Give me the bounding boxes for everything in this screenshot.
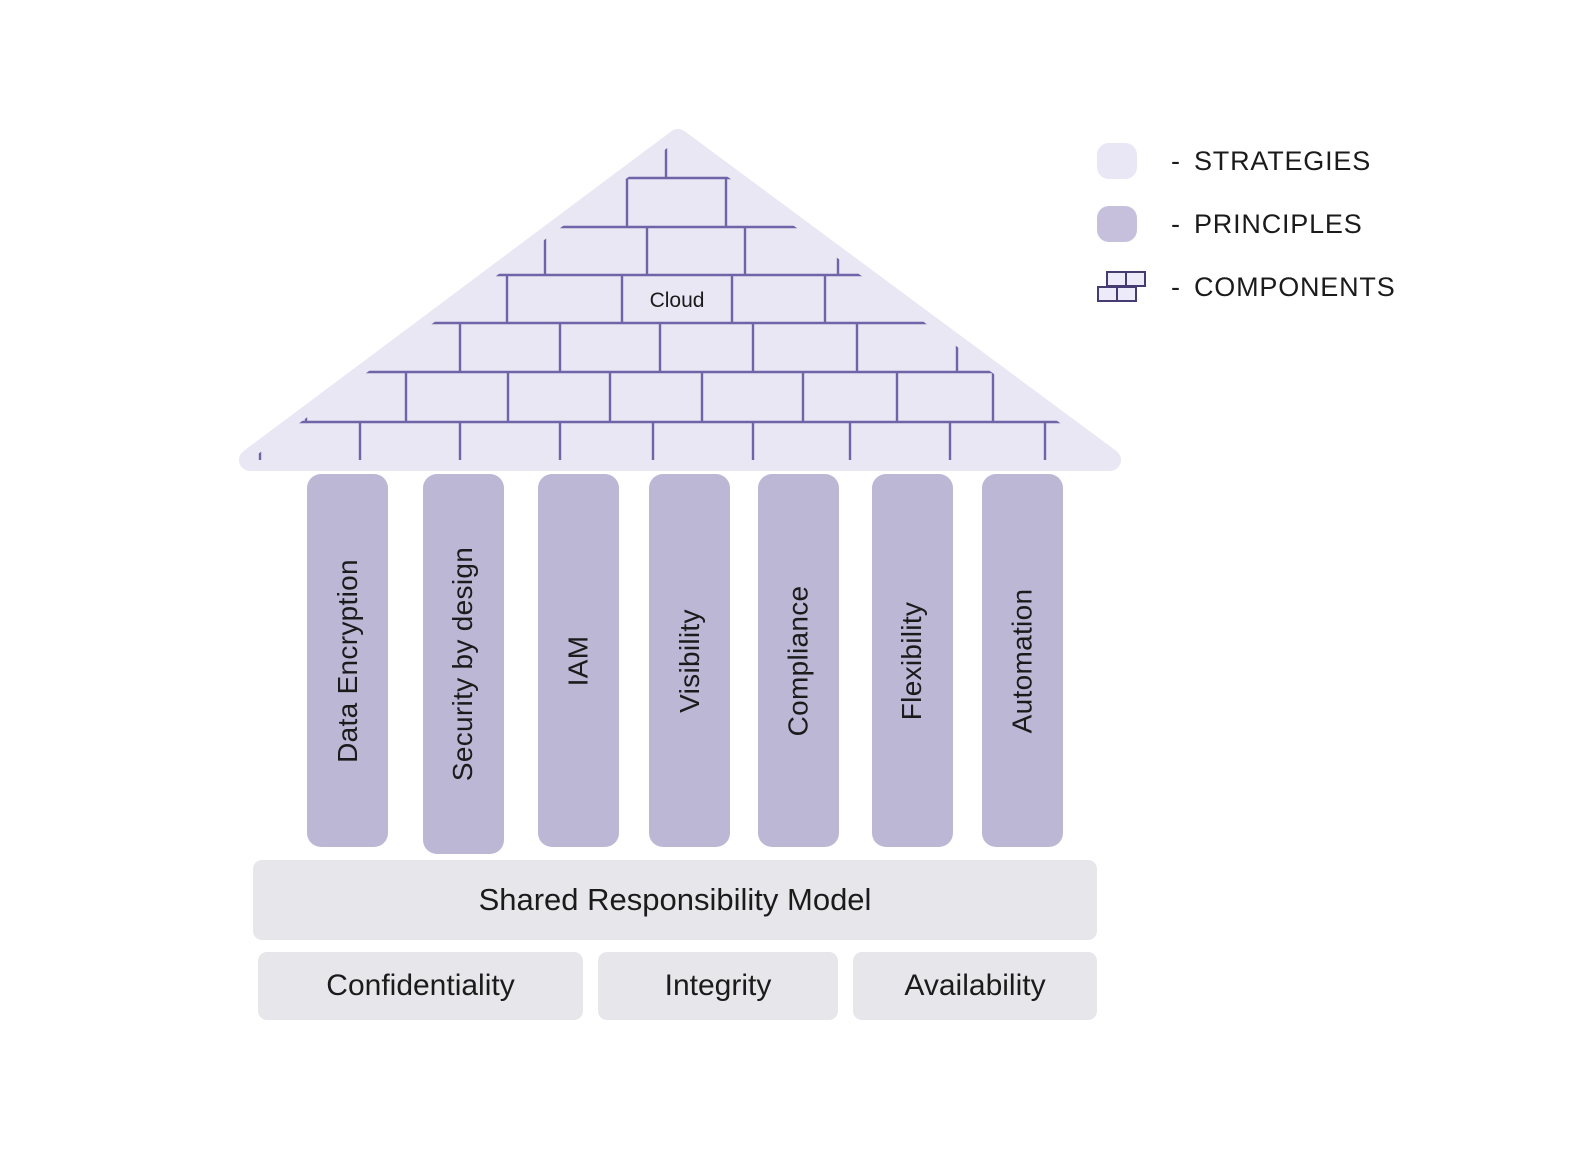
legend-label-components: COMPONENTS	[1194, 271, 1396, 302]
strategies-swatch-box	[1097, 143, 1147, 179]
roof-triangle	[239, 129, 1121, 471]
pillar-label: Visibility	[673, 608, 705, 713]
components-icon-box	[1097, 271, 1147, 303]
legend-dash: -	[1171, 208, 1180, 239]
pillar-label: Flexibility	[896, 601, 928, 720]
foundation-confidentiality: Confidentiality	[258, 952, 583, 1020]
principles-swatch	[1097, 206, 1137, 242]
strategies-swatch	[1097, 143, 1137, 179]
legend-dash: -	[1171, 145, 1180, 176]
components-bricks-icon	[1097, 271, 1146, 302]
legend-dash: -	[1171, 271, 1180, 302]
pillar-label: IAM	[562, 635, 594, 686]
pillar-label: Security by design	[447, 546, 479, 782]
pillar-automation: Automation	[982, 474, 1063, 847]
shared-responsibility-bar: Shared Responsibility Model	[253, 860, 1097, 940]
pillar-label: Compliance	[782, 585, 814, 736]
legend-item-strategies: -STRATEGIES	[1097, 143, 1396, 179]
pillar-compliance: Compliance	[758, 474, 839, 847]
pillar-data-encryption: Data Encryption	[307, 474, 388, 847]
pillar-iam: IAM	[538, 474, 619, 847]
foundation-integrity: Integrity	[598, 952, 838, 1020]
pillar-flexibility: Flexibility	[872, 474, 953, 847]
roof-cloud-label: Cloud	[650, 289, 705, 312]
legend-item-components: -COMPONENTS	[1097, 269, 1396, 305]
pillar-visibility: Visibility	[649, 474, 730, 847]
legend-label-principles: PRINCIPLES	[1194, 208, 1363, 239]
pillar-label: Automation	[1006, 588, 1038, 733]
legend-item-principles: -PRINCIPLES	[1097, 206, 1396, 242]
legend: -STRATEGIES-PRINCIPLES-COMPONENTS	[1097, 143, 1396, 305]
legend-label-strategies: STRATEGIES	[1194, 145, 1372, 176]
foundation-availability: Availability	[853, 952, 1097, 1020]
pillar-label: Data Encryption	[331, 558, 363, 763]
pillar-security-by-design: Security by design	[423, 474, 504, 854]
shared-responsibility-label: Shared Responsibility Model	[478, 882, 872, 917]
principles-swatch-box	[1097, 206, 1147, 242]
